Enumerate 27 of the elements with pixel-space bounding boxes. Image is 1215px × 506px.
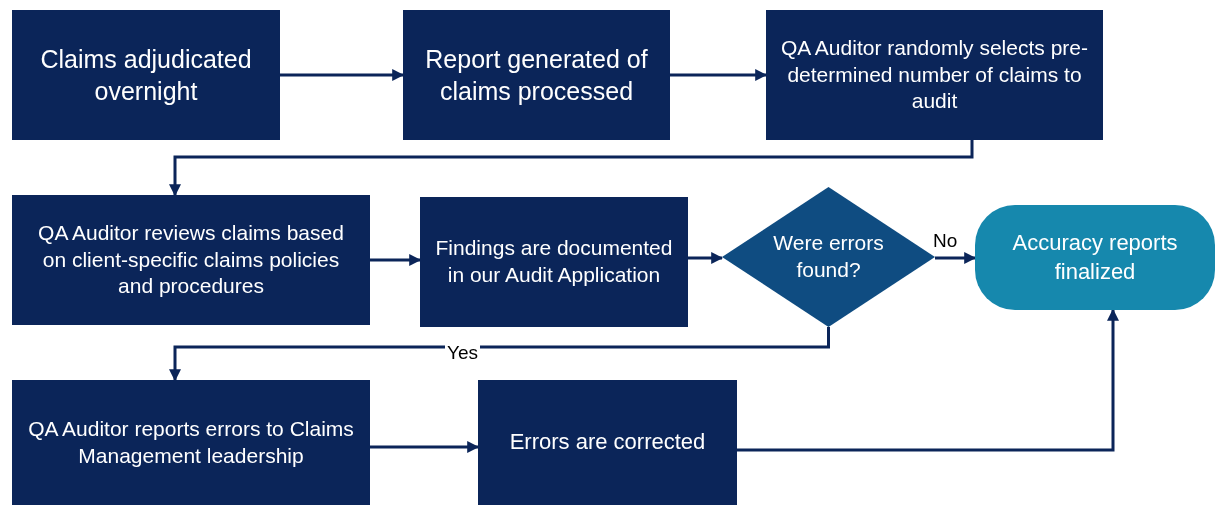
process-box — [478, 380, 737, 505]
node-text: QA Auditor randomly selects pre-determined number of claims to audit — [780, 34, 1089, 115]
arrow — [737, 308, 1119, 452]
arrow — [670, 69, 768, 81]
process-box — [403, 10, 670, 140]
arrow — [169, 327, 830, 382]
process-box — [766, 10, 1103, 140]
terminal-box — [975, 205, 1215, 310]
node-text: Report generated of claims processed — [424, 44, 649, 107]
decision-diamond — [722, 187, 935, 327]
node-text: Findings are documented in our Audit Application — [434, 235, 674, 288]
process-box — [12, 10, 280, 140]
node-text: Accuracy reports finalized — [1011, 229, 1179, 286]
node-text: Were errors found? — [772, 230, 885, 283]
arrow — [935, 252, 977, 264]
arrow — [169, 140, 974, 197]
node-text: QA Auditor reports errors to Claims Management leadership — [27, 415, 355, 469]
arrow — [370, 441, 480, 453]
process-box — [12, 195, 370, 325]
process-box — [12, 380, 370, 505]
arrow — [280, 69, 405, 81]
process-box — [420, 197, 688, 327]
node-text: Errors are corrected — [509, 428, 706, 457]
arrow — [370, 254, 422, 266]
arrow — [688, 252, 724, 264]
node-text: Claims adjudicated overnight — [39, 44, 253, 107]
node-text: QA Auditor reviews claims based on client-specific claims policies and procedures — [37, 219, 345, 300]
